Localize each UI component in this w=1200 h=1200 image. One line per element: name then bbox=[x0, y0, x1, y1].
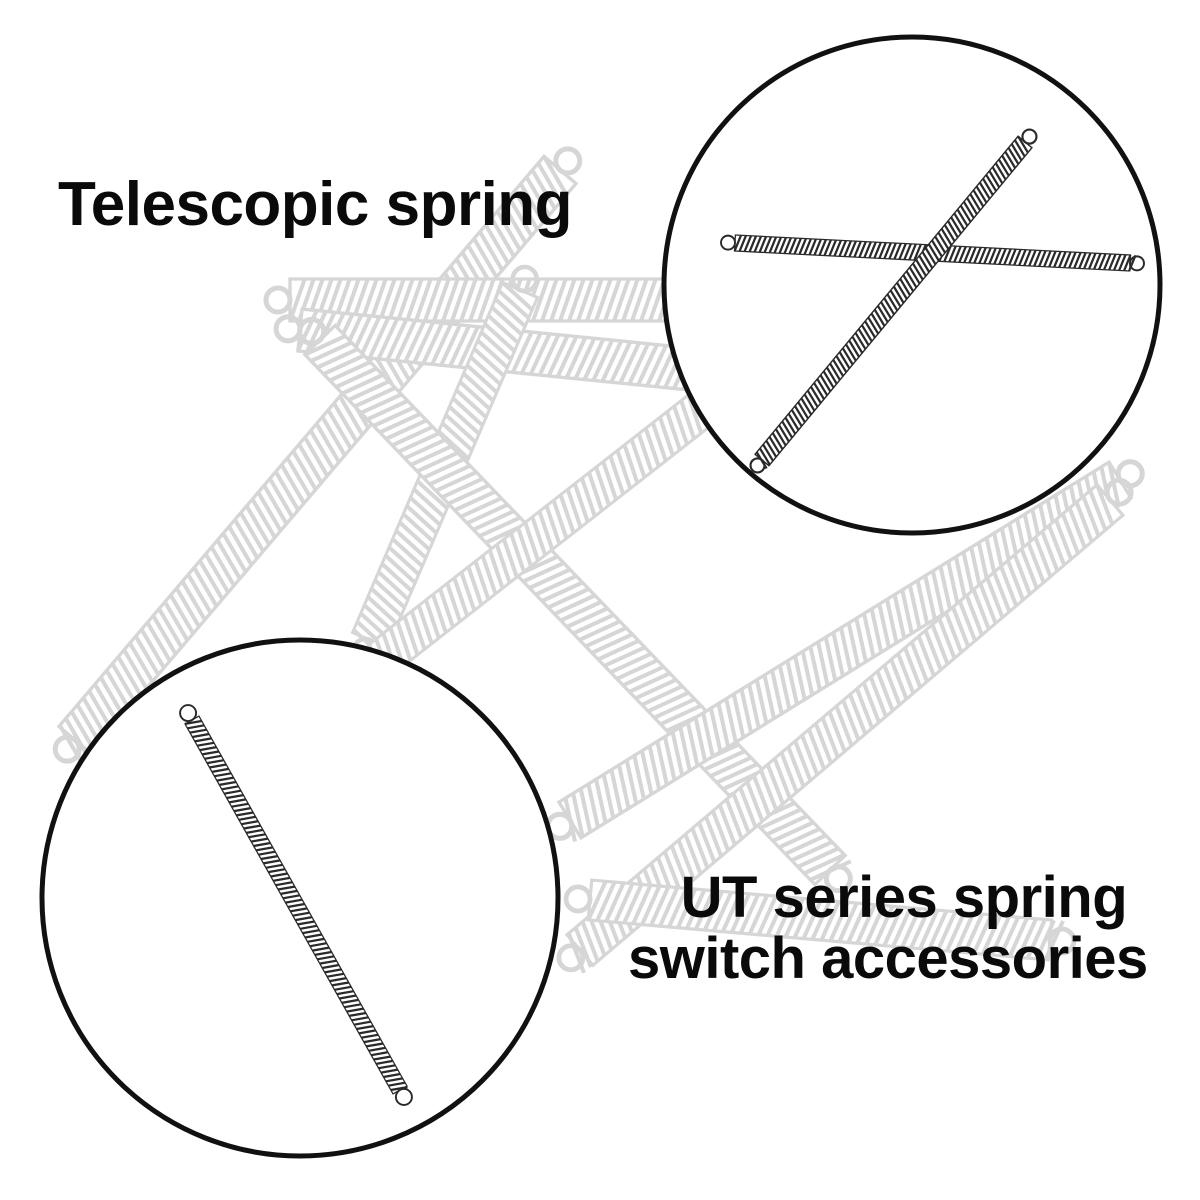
ut-series-caption-line2: switch accessories bbox=[628, 925, 1148, 991]
ut-spring-detail bbox=[39, 637, 561, 1159]
ut-series-caption: UT series spring switch accessories bbox=[628, 865, 1148, 991]
diagonal-spring bbox=[749, 128, 1038, 474]
faded-spring-icon bbox=[563, 878, 1077, 962]
telescopic-spring-icon bbox=[720, 128, 1145, 474]
faded-spring-icon bbox=[556, 477, 1134, 974]
ut-spring bbox=[179, 704, 413, 1106]
ut-series-caption-line1: UT series spring bbox=[680, 865, 1128, 930]
telescopic-spring-caption: Telescopic spring bbox=[58, 170, 573, 239]
ut-series-spring-icon bbox=[179, 704, 413, 1106]
telescopic-spring-detail bbox=[661, 34, 1163, 536]
